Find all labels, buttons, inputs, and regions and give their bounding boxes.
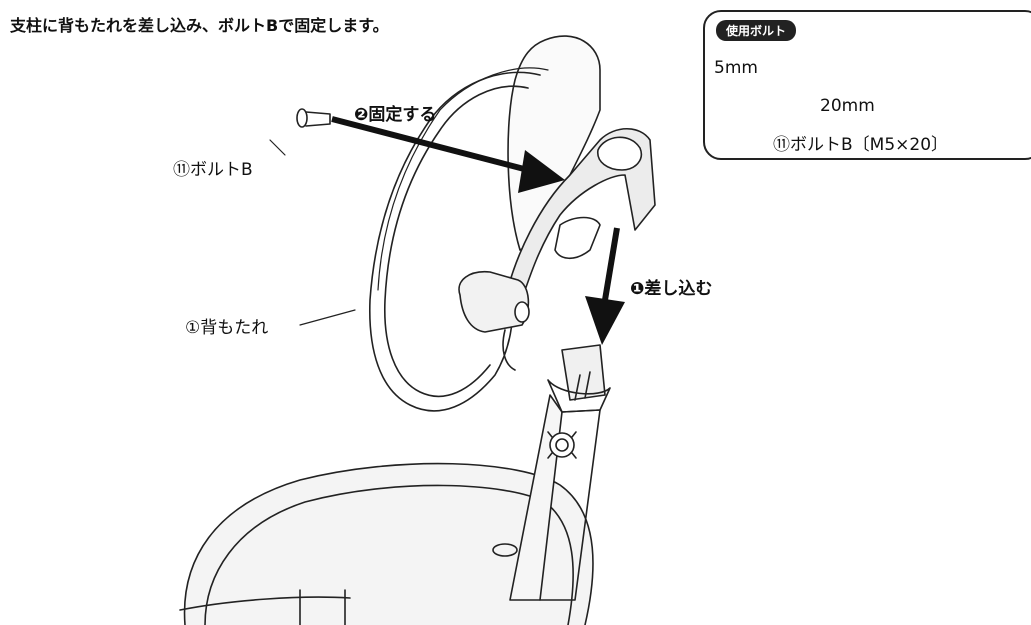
seat-drawing bbox=[179, 462, 594, 625]
bolt-b-callout: ⑪ボルトB bbox=[173, 160, 253, 180]
step1-arrow bbox=[585, 227, 625, 345]
step1-label: ❶差し込む bbox=[630, 279, 713, 299]
bolt-diameter-label: 5mm bbox=[714, 58, 758, 78]
bolt-length-label: 20mm bbox=[820, 96, 875, 116]
inset-badge: 使用ボルト bbox=[716, 20, 797, 41]
backrest-callout: ①背もたれ bbox=[185, 318, 269, 338]
post-drawing bbox=[492, 344, 611, 601]
step2-label: ❷固定する bbox=[354, 105, 437, 125]
bolt-b-drawing bbox=[296, 108, 331, 128]
step2-arrow bbox=[331, 116, 565, 193]
bracket-drawing bbox=[458, 128, 656, 333]
bolt-spec-label: ⑪ボルトB〔M5×20〕 bbox=[773, 135, 949, 155]
instruction-text: 支柱に背もたれを差し込み、ボルトBで固定します。 bbox=[10, 16, 389, 35]
